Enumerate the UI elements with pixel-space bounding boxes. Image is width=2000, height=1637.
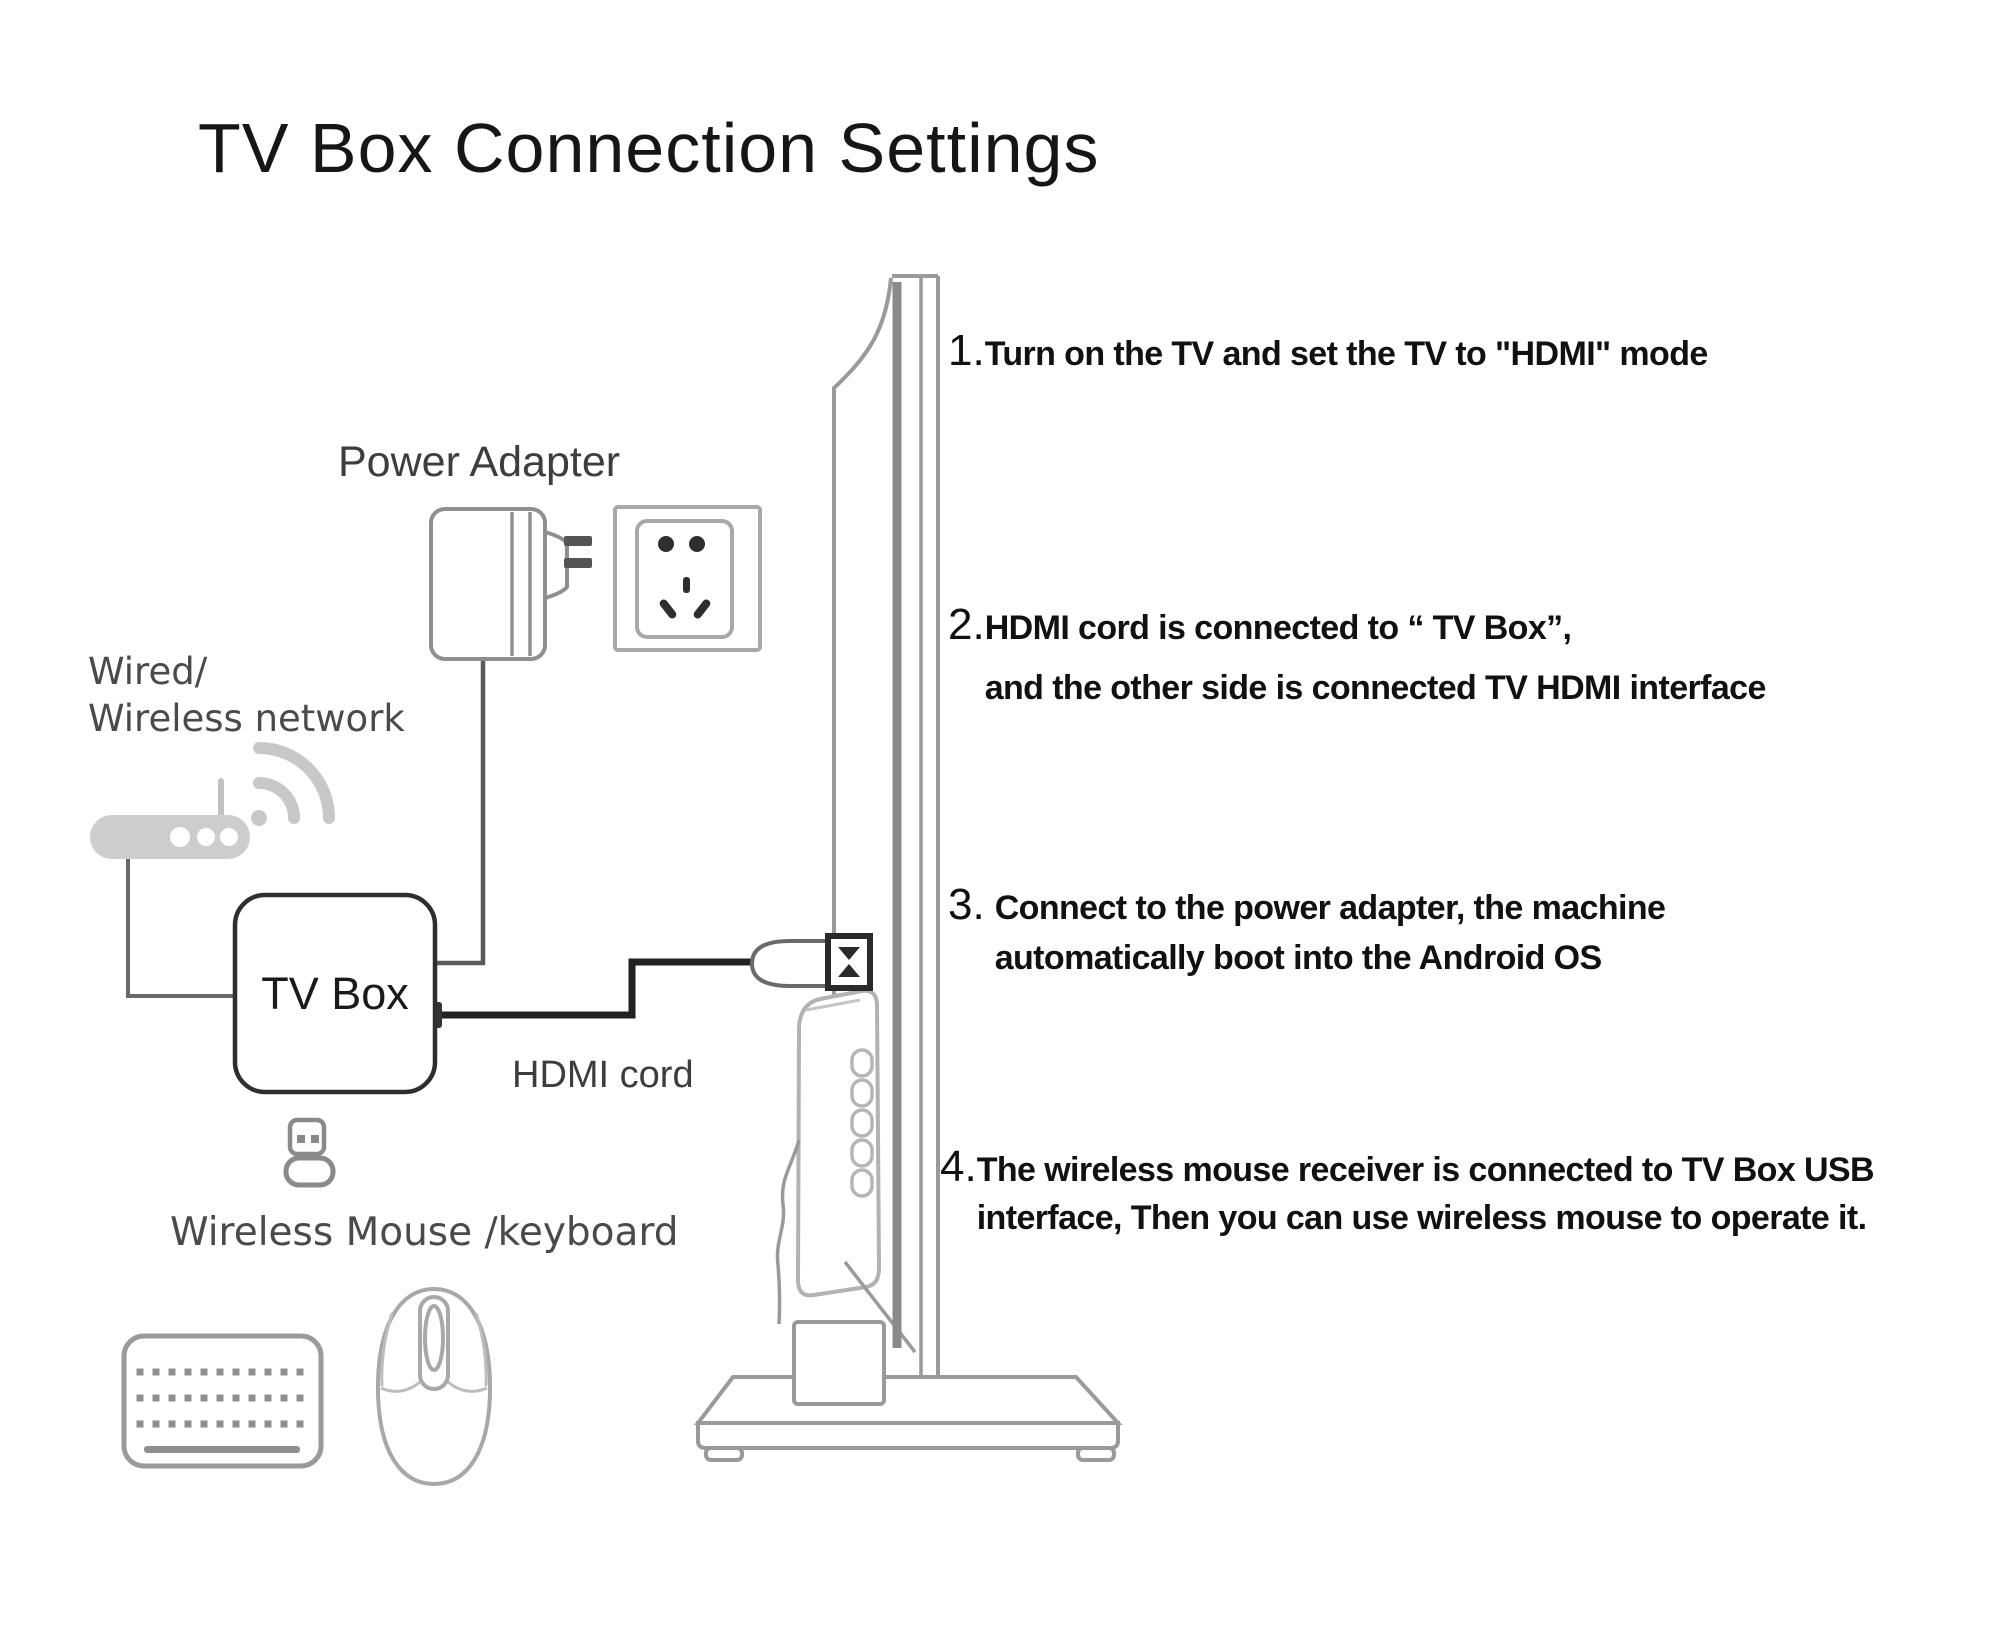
instruction-2-line2: and the other side is connected TV HDMI … [984,669,1767,707]
hdmi-plug-icon [749,933,873,991]
mouse-keyboard-label: Wireless Mouse /keyboard [170,1210,679,1255]
instruction-4-line2: interface, Then you can use wireless mou… [976,1199,1867,1237]
router-icon [90,778,250,859]
hdmi-cord-line [430,958,760,1028]
instruction-1-number: 1. [948,326,985,375]
instruction-4: 4. The wireless mouse receiver is connec… [940,1142,1875,1242]
tv-icon [693,274,1123,1462]
network-label-line2: Wireless network [88,697,405,740]
tv-box-shape [232,892,438,1095]
wifi-icon [251,742,335,826]
instruction-2-line1: HDMI cord is connected to “ TV Box”, [984,609,1572,647]
network-label-line1: Wired/ [88,650,208,693]
page-title: TV Box Connection Settings [198,109,1100,187]
mouse-icon [375,1286,493,1487]
network-label: Wired/ Wireless network [88,648,405,742]
tv-box-label: TV Box [261,967,409,1019]
hdmi-cord-label: HDMI cord [512,1054,694,1096]
power-adapter-icon [429,507,592,661]
instruction-2-number: 2. [948,600,985,649]
usb-dongle-icon [283,1117,336,1188]
instruction-4-line1: The wireless mouse receiver is connected… [976,1151,1875,1189]
tv-stand-base [693,1375,1123,1425]
instruction-3-line2: automatically boot into the Android OS [994,939,1602,977]
instruction-1-line1: Turn on the TV and set the TV to "HDMI" … [984,335,1709,373]
tv-stand-neck [792,1320,886,1406]
wall-socket-icon [613,505,762,652]
tv-side-buttons [850,1048,874,1198]
keyboard-icon [121,1333,324,1469]
router-cable [126,858,240,998]
instruction-1: 1. Turn on the TV and set the TV to "HDM… [948,326,1708,379]
instruction-3-number: 3. [948,880,985,929]
power-cord [437,656,486,966]
instruction-3-line1: Connect to the power adapter, the machin… [994,889,1666,927]
instruction-2: 2. HDMI cord is connected to “ TV Box”, … [948,598,1766,718]
instruction-4-number: 4. [940,1142,977,1191]
instruction-3: 3. Connect to the power adapter, the mac… [948,880,1666,983]
power-adapter-label: Power Adapter [338,438,621,486]
